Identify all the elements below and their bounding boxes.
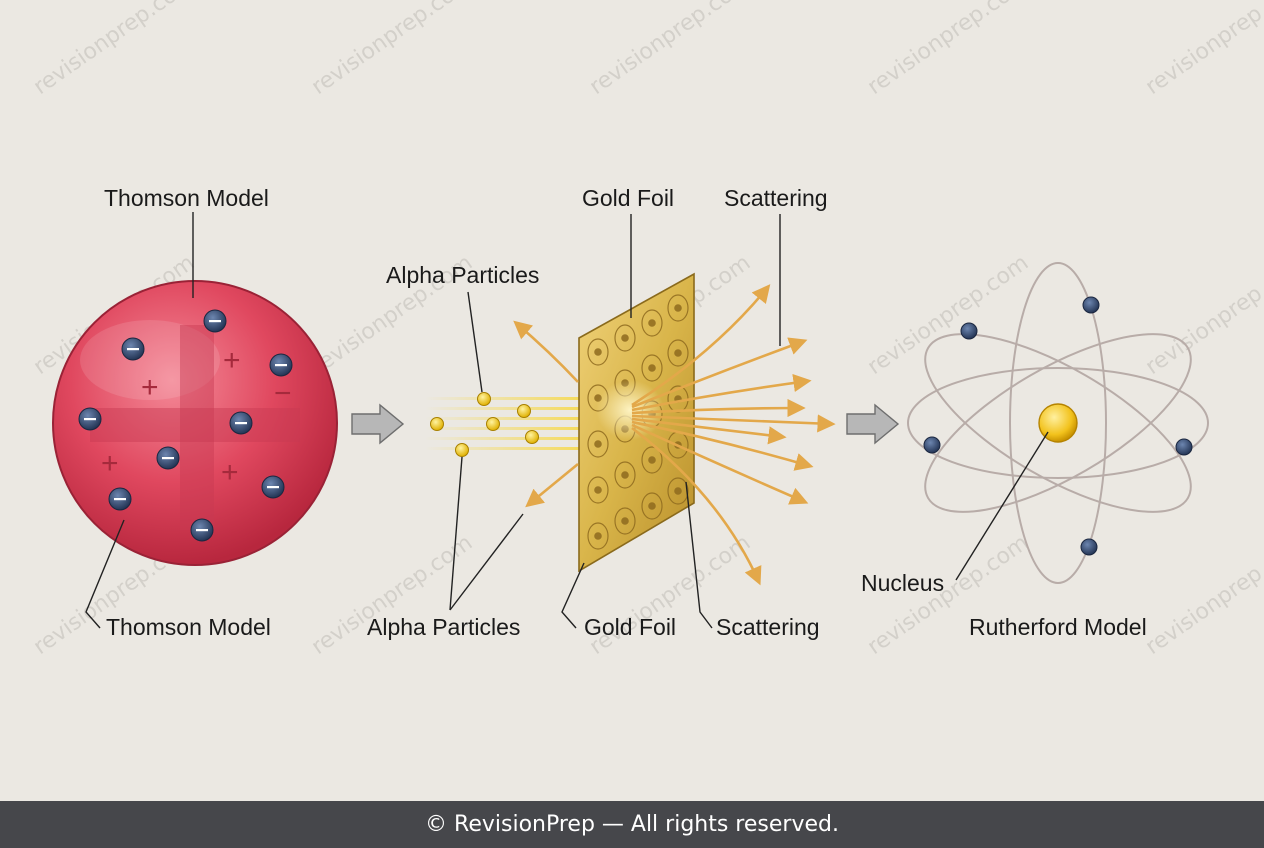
process-arrow-icon	[351, 403, 405, 445]
scatter-arrow	[631, 373, 812, 412]
electron-icon	[1175, 438, 1193, 456]
watermark-text: revisionprep.com	[585, 0, 755, 100]
electron-icon	[78, 407, 102, 431]
electron-orbit	[924, 333, 1192, 513]
electron-icon	[1080, 538, 1098, 556]
electron-icon	[1082, 296, 1100, 314]
electron-orbit	[907, 367, 1209, 479]
electron-icon	[960, 322, 978, 340]
background-plus-icon	[180, 325, 214, 530]
label-leader-line	[467, 291, 483, 393]
electron-orbit	[924, 333, 1192, 513]
label-leader-line	[955, 431, 1049, 581]
watermark-text: revisionprep.com	[1141, 0, 1264, 100]
alpha-particle-icon	[430, 417, 444, 431]
electron-icon	[203, 309, 227, 333]
scatter-arrow	[631, 426, 762, 586]
back-scatter-arrow	[525, 462, 579, 508]
label-gold-foil-bottom: Gold Foil	[584, 614, 676, 640]
scatter-arrow	[631, 337, 808, 409]
copyright-text: © RevisionPrep — All rights reserved.	[425, 812, 839, 837]
plus-icon: +	[223, 344, 241, 377]
label-alpha-particles-bottom: Alpha Particles	[367, 614, 520, 640]
scatter-arrow	[631, 423, 809, 505]
minus-icon: −	[274, 377, 292, 410]
watermark-text: revisionprep.com	[29, 0, 199, 100]
electrons	[78, 309, 293, 542]
electron-icon	[269, 353, 293, 377]
scatter-arrow	[631, 420, 814, 471]
watermark-text: revisionprep.com	[307, 0, 477, 100]
label-leader-line	[561, 562, 585, 629]
back-scatter-arrow	[513, 320, 579, 383]
electron-icon	[190, 518, 214, 542]
label-scattering-bottom: Scattering	[716, 614, 820, 640]
scatter-arrow	[631, 414, 836, 433]
label-leader-line	[85, 519, 125, 629]
electron-orbit	[1009, 262, 1107, 584]
electron-icon	[121, 337, 145, 361]
watermark-text: revisionprep.com	[863, 0, 1033, 100]
alpha-particle-icon	[477, 392, 491, 406]
scatter-arrow	[631, 284, 771, 407]
thomson-model: + + + + − Thomson Model Thomson Model	[52, 185, 338, 640]
watermark-text: revisionprep.com	[1141, 530, 1264, 660]
gold-foil: Gold Foil Gold Foil	[561, 185, 695, 640]
watermark-text: revisionprep.com	[863, 250, 1033, 380]
plus-icon: +	[221, 456, 239, 489]
label-alpha-particles-top: Alpha Particles	[386, 262, 539, 288]
watermark-text: revisionprep.com	[1141, 250, 1264, 380]
alpha-particle-icon	[517, 404, 531, 418]
electron-icon	[229, 411, 253, 435]
scattering-rays: Scattering Scattering	[513, 185, 836, 640]
electron-icon	[261, 475, 285, 499]
label-gold-foil-top: Gold Foil	[582, 185, 674, 211]
alpha-particle-beam: Alpha Particles Alpha Particles	[367, 262, 585, 640]
copyright-footer: © RevisionPrep — All rights reserved.	[0, 801, 1264, 848]
electron-icon	[108, 487, 132, 511]
alpha-particle-icon	[486, 417, 500, 431]
label-nucleus: Nucleus	[861, 570, 944, 596]
label-rutherford-model: Rutherford Model	[969, 614, 1147, 640]
alpha-particle-icon	[525, 430, 539, 444]
label-thomson-model-top: Thomson Model	[104, 185, 269, 211]
label-thomson-model-bottom: Thomson Model	[106, 614, 271, 640]
alpha-particle-icon	[455, 443, 469, 457]
label-leader-line	[685, 481, 713, 629]
electron-icon	[923, 436, 941, 454]
label-leader-line	[449, 513, 524, 611]
label-leader-line	[449, 456, 463, 611]
process-arrow-icon	[846, 403, 900, 445]
scatter-arrow	[631, 417, 787, 445]
label-scattering-top: Scattering	[724, 185, 828, 211]
plus-icon: +	[101, 447, 119, 480]
plus-icon: +	[141, 371, 159, 404]
positive-charges: + + + + −	[101, 344, 292, 489]
scatter-arrow	[631, 398, 806, 418]
rutherford-model: Nucleus Rutherford Model	[861, 262, 1209, 640]
electron-icon	[156, 446, 180, 470]
